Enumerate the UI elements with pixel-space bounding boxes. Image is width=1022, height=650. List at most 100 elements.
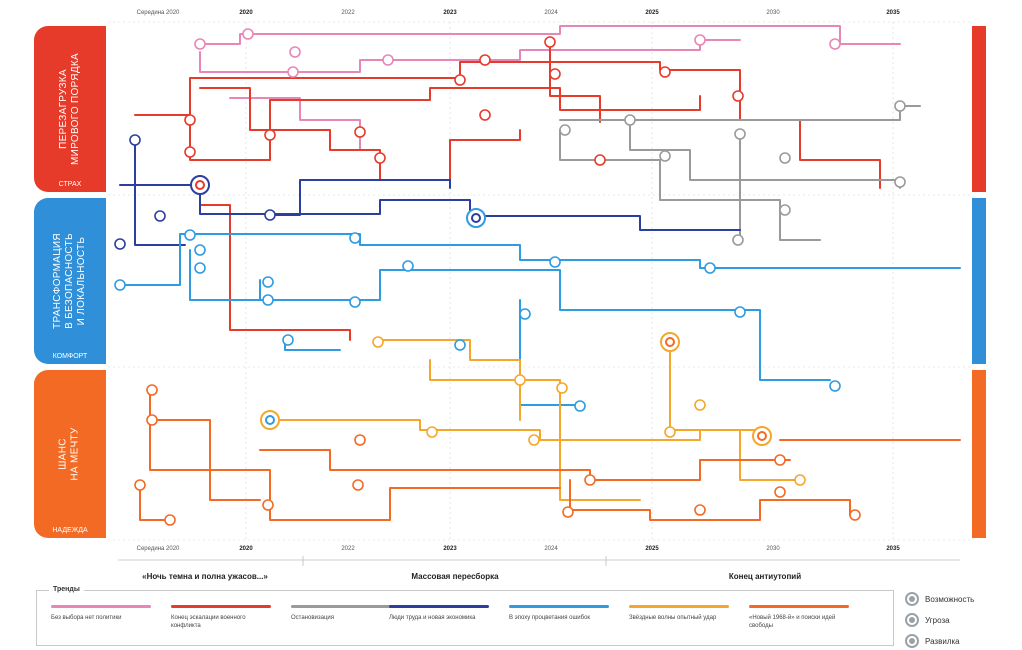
timeline-bottom-label: 2030: [766, 546, 780, 552]
station-node: [774, 486, 786, 498]
station-node: [134, 479, 146, 491]
trend-label: «Новый 1968-й» и поиски идей свободы: [749, 615, 836, 629]
trend-line-yellow: [669, 344, 801, 481]
trend-item: Звёздные волны опытный удар: [629, 605, 729, 622]
station-node: [694, 399, 706, 411]
station-node: [584, 474, 596, 486]
timeline-top-label: 2030: [766, 10, 780, 16]
trend-swatch: [629, 605, 729, 608]
trend-item: Остановизация: [291, 605, 391, 622]
station-node: [129, 134, 141, 146]
station-node: [114, 279, 126, 291]
trend-swatch: [389, 605, 489, 608]
legend-fork: Развилка: [905, 634, 960, 648]
trend-line-red: [134, 61, 881, 189]
section-band-comfort: Трансформация в безопасность и локальнос…: [34, 198, 106, 364]
interchange-node: [190, 175, 210, 195]
station-node: [659, 150, 671, 162]
timeline-bottom-label: 2035: [886, 546, 900, 552]
station-node: [374, 152, 386, 164]
trend-label: В эпоху процветания ошибок: [509, 615, 591, 621]
station-node: [382, 54, 394, 66]
trend-line-yellow: [379, 339, 641, 501]
station-node: [544, 36, 556, 48]
station-node: [574, 400, 586, 412]
station-node: [556, 382, 568, 394]
station-node: [549, 256, 561, 268]
timeline-bottom-label: 2023: [443, 546, 457, 552]
trend-label: Остановизация: [291, 615, 334, 621]
trend-line-red: [199, 184, 351, 341]
trends-header: Тренды: [49, 586, 84, 593]
trend-line-grey: [559, 129, 821, 241]
trend-line-yellow: [429, 359, 521, 421]
trend-line-red: [549, 41, 601, 123]
timeline-top-label: 2022: [341, 10, 355, 16]
trend-line-pink: [199, 25, 901, 45]
timeline-top-label: 2023: [443, 10, 457, 16]
station-node: [349, 296, 361, 308]
trend-label: Без выбора нет политики: [51, 615, 122, 621]
station-node: [779, 204, 791, 216]
station-node: [154, 210, 166, 222]
trend-swatch: [749, 605, 849, 608]
station-node: [664, 426, 676, 438]
timeline-bottom-label: Середина 2020: [136, 546, 180, 552]
timeline-top-label: 2025: [645, 10, 659, 16]
station-node: [829, 380, 841, 392]
trend-line-orange: [569, 479, 851, 521]
timeline-top-label: 2020: [239, 10, 253, 16]
trend-line-grey: [629, 119, 901, 189]
interchange-node: [660, 332, 680, 352]
station-node: [262, 294, 274, 306]
section-band-hope: Шанс на мечту Надежда: [34, 370, 106, 538]
trend-line-orange: [149, 419, 261, 501]
legend-threat: Угроза: [905, 613, 950, 627]
station-node: [829, 38, 841, 50]
station-node: [194, 244, 206, 256]
era-label: Конец антиутопий: [728, 572, 802, 581]
trends-legend: Тренды Без выбора нет политики Конец эск…: [36, 586, 894, 646]
station-node: [528, 434, 540, 446]
station-node: [694, 504, 706, 516]
station-node: [354, 126, 366, 138]
era-label: Массовая пересборка: [411, 572, 499, 581]
station-node: [732, 90, 744, 102]
station-node: [594, 154, 606, 166]
trend-line-red: [189, 87, 701, 161]
interchange-node: [260, 410, 280, 430]
station-node: [372, 336, 384, 348]
station-node: [894, 100, 906, 112]
section-label: Надежда: [52, 527, 88, 534]
station-node: [354, 434, 366, 446]
trend-line-orange: [259, 449, 791, 481]
station-node: [514, 374, 526, 386]
station-node: [559, 124, 571, 136]
section-label: Страх: [58, 181, 82, 188]
timeline-bottom-label: 2022: [341, 546, 355, 552]
trend-item: Без выбора нет политики: [51, 605, 151, 622]
trend-item: В эпоху процветания ошибок: [509, 605, 609, 622]
opportunity-icon: [905, 592, 919, 606]
trend-swatch: [291, 605, 391, 608]
trend-item: Люди труда и новая экономика: [389, 605, 489, 622]
legend-label: Возможность: [925, 594, 975, 604]
section-edge-comfort: [972, 198, 986, 364]
station-node: [426, 426, 438, 438]
station-node: [114, 238, 126, 250]
trend-swatch: [51, 605, 151, 608]
section-label: Комфорт: [52, 353, 88, 360]
station-node: [454, 74, 466, 86]
station-node: [779, 152, 791, 164]
threat-icon: [905, 613, 919, 627]
trend-label: Звёздные волны опытный удар: [629, 615, 717, 621]
station-node: [349, 232, 361, 244]
trend-line-orange: [149, 389, 561, 521]
station-node: [164, 514, 176, 526]
section-edge-fear: [972, 26, 986, 192]
station-node: [352, 479, 364, 491]
station-node: [894, 176, 906, 188]
station-node: [194, 262, 206, 274]
legend-label: Угроза: [925, 615, 950, 625]
grid-lines: [108, 21, 970, 541]
